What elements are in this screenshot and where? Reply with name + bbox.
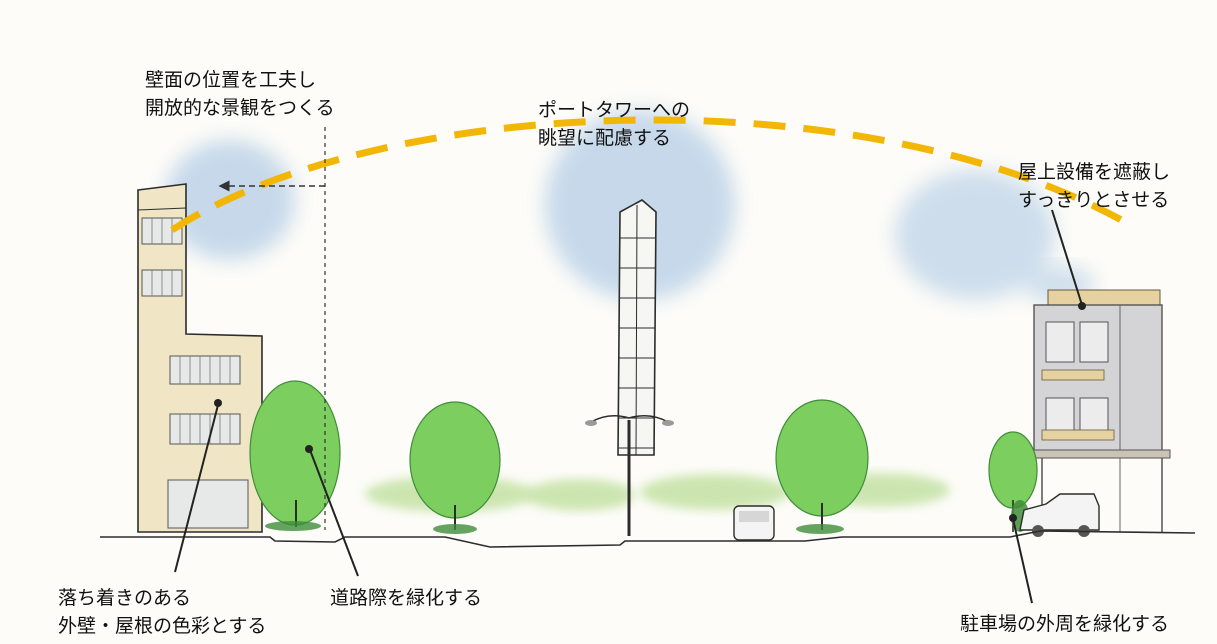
street-lamp-head-right bbox=[662, 420, 674, 426]
right-building-windows bbox=[1041, 321, 1115, 441]
tree-center-left bbox=[409, 401, 501, 534]
carport-roof bbox=[1029, 449, 1171, 459]
window bbox=[169, 413, 241, 445]
label-port-tower-view-line2: 眺望に配慮する bbox=[538, 127, 672, 149]
label-calm-colors-line2: 外壁・屋根の色彩とする bbox=[58, 615, 267, 637]
label-port-tower-view: ポートタワーへの 眺望に配慮する bbox=[538, 96, 690, 152]
port-tower bbox=[617, 199, 657, 456]
tree-canopy bbox=[409, 401, 501, 519]
leader-calm-colors bbox=[174, 404, 219, 573]
label-calm-colors: 落ち着きのある 外壁・屋根の色彩とする bbox=[58, 584, 266, 640]
right-building bbox=[1029, 289, 1171, 532]
leader-dot bbox=[305, 445, 313, 453]
leader-dot bbox=[1009, 514, 1017, 522]
label-parking-greening-line1: 駐車場の外周を緑化する bbox=[960, 613, 1170, 635]
label-roadside-greening: 道路際を緑化する bbox=[330, 584, 482, 612]
port-tower-floors bbox=[619, 237, 655, 449]
tree-base-planting bbox=[433, 524, 477, 534]
storefront-window bbox=[167, 479, 249, 529]
street-lamp bbox=[585, 414, 674, 536]
label-parking-greening: 駐車場の外周を緑化する bbox=[960, 610, 1169, 638]
balcony-planter bbox=[1041, 369, 1105, 381]
leader-roadside-greening bbox=[309, 449, 359, 577]
rooftop-screen bbox=[1047, 289, 1161, 307]
shrub-belt-mid bbox=[525, 479, 635, 511]
tree-canopy bbox=[988, 431, 1038, 509]
sky-wash-right bbox=[895, 170, 1055, 300]
tree-left-front bbox=[249, 380, 341, 531]
window bbox=[1079, 321, 1109, 363]
left-building-floor-line bbox=[137, 207, 187, 211]
street-car-window bbox=[739, 511, 769, 522]
window bbox=[1079, 397, 1109, 435]
shrub-belt-center bbox=[640, 474, 790, 510]
leader-rooftop-equipment bbox=[1051, 209, 1083, 306]
street-car bbox=[733, 505, 775, 541]
left-building-windows bbox=[141, 217, 249, 529]
street-lamp-arms bbox=[590, 414, 669, 423]
tree-canopy bbox=[775, 399, 869, 517]
street-lamp-head-left bbox=[585, 420, 597, 426]
label-wall-position-line2: 開放的な景観をつくる bbox=[145, 97, 335, 119]
tree-center-right bbox=[775, 399, 869, 534]
parked-car-body bbox=[1019, 493, 1100, 531]
label-calm-colors-line1: 落ち着きのある bbox=[58, 587, 192, 609]
label-roadside-greening-line1: 道路際を緑化する bbox=[330, 587, 483, 609]
leader-parking-greening bbox=[1012, 518, 1033, 604]
label-port-tower-view-line1: ポートタワーへの bbox=[538, 99, 691, 121]
tree-base-planting bbox=[265, 521, 321, 531]
port-tower-spine bbox=[635, 204, 638, 456]
label-rooftop-equipment-line2: すっきりとさせる bbox=[1018, 189, 1170, 211]
ground-line bbox=[100, 530, 1196, 548]
view-arc bbox=[170, 116, 1127, 233]
label-rooftop-equipment: 屋上設備を遮蔽し すっきりとさせる bbox=[1018, 158, 1170, 214]
left-building bbox=[137, 183, 263, 533]
window bbox=[1045, 397, 1075, 435]
balcony-planter bbox=[1041, 429, 1115, 441]
tree-base-planting bbox=[796, 524, 844, 534]
label-wall-position-line1: 壁面の位置を工夫し bbox=[145, 69, 317, 91]
leader-dot bbox=[214, 399, 222, 407]
window bbox=[1045, 321, 1075, 363]
label-rooftop-equipment-line1: 屋上設備を遮蔽し bbox=[1018, 161, 1171, 183]
window bbox=[169, 355, 241, 385]
leader-dot bbox=[1078, 302, 1086, 310]
label-wall-position: 壁面の位置を工夫し 開放的な景観をつくる bbox=[145, 66, 335, 122]
